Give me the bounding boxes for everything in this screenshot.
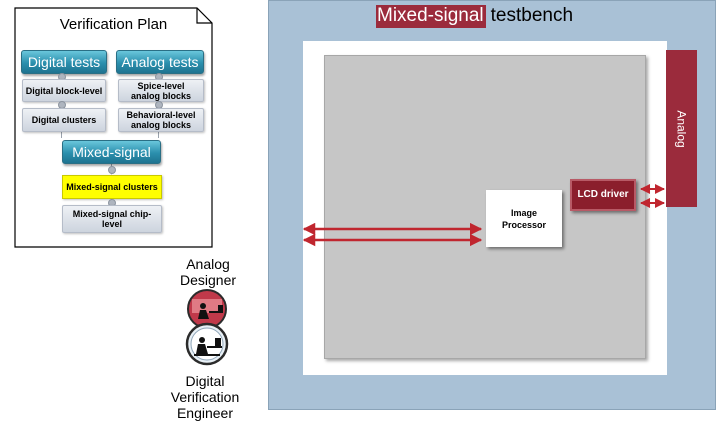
behavioral-level-line2: analog blocks bbox=[130, 120, 192, 130]
digital-verification-engineer-icon bbox=[185, 322, 229, 366]
dve-line1: Digital bbox=[185, 373, 225, 389]
image-processor-block[interactable]: Image Processor bbox=[486, 190, 562, 247]
behavioral-level-analog-blocks-box[interactable]: Behavioral-level analog blocks bbox=[118, 108, 204, 132]
analog-designer-label: Analog Designer bbox=[168, 256, 248, 288]
mixed-signal-chip-level-box[interactable]: Mixed-signal chip- level bbox=[62, 205, 162, 233]
testbench-title-highlight: Mixed-signal bbox=[376, 5, 486, 28]
chip-level-line1: Mixed-signal chip- bbox=[72, 209, 152, 219]
image-processor-line1: Image bbox=[510, 207, 537, 218]
mixed-signal-tests-button[interactable]: Mixed-signal tests bbox=[62, 140, 161, 182]
analog-designer-line2: Designer bbox=[179, 272, 237, 288]
spice-level-line2: analog blocks bbox=[130, 90, 192, 101]
verification-plan-title: Verification Plan bbox=[59, 16, 168, 33]
analog-tests-button[interactable]: Analog tests bbox=[116, 50, 204, 74]
analog-designer-icon bbox=[187, 289, 227, 329]
digital-clusters-box[interactable]: Digital clusters bbox=[22, 108, 106, 132]
digital-clusters-label: Digital clusters bbox=[31, 115, 97, 125]
connector-dot bbox=[108, 166, 116, 174]
digital-block-level-label: Digital block-level bbox=[25, 85, 103, 96]
image-processor-line2: Processor bbox=[501, 219, 547, 230]
chip-level-line2: level bbox=[101, 219, 123, 229]
testbench-title-rest: testbench bbox=[490, 5, 574, 26]
analog-block bbox=[666, 50, 697, 207]
dve-line3: Engineer bbox=[176, 405, 234, 421]
mixed-signal-clusters-box[interactable]: Mixed-signal clusters bbox=[62, 175, 162, 199]
dve-line2: Verification bbox=[170, 389, 240, 405]
digital-verification-engineer-label: Digital Verification Engineer bbox=[160, 373, 250, 421]
spice-level-line1: Spice-level bbox=[137, 80, 185, 91]
analog-designer-line1: Analog bbox=[186, 256, 230, 272]
behavioral-level-line1: Behavioral-level bbox=[126, 110, 196, 120]
lcd-driver-block[interactable]: LCD driver bbox=[570, 179, 636, 211]
